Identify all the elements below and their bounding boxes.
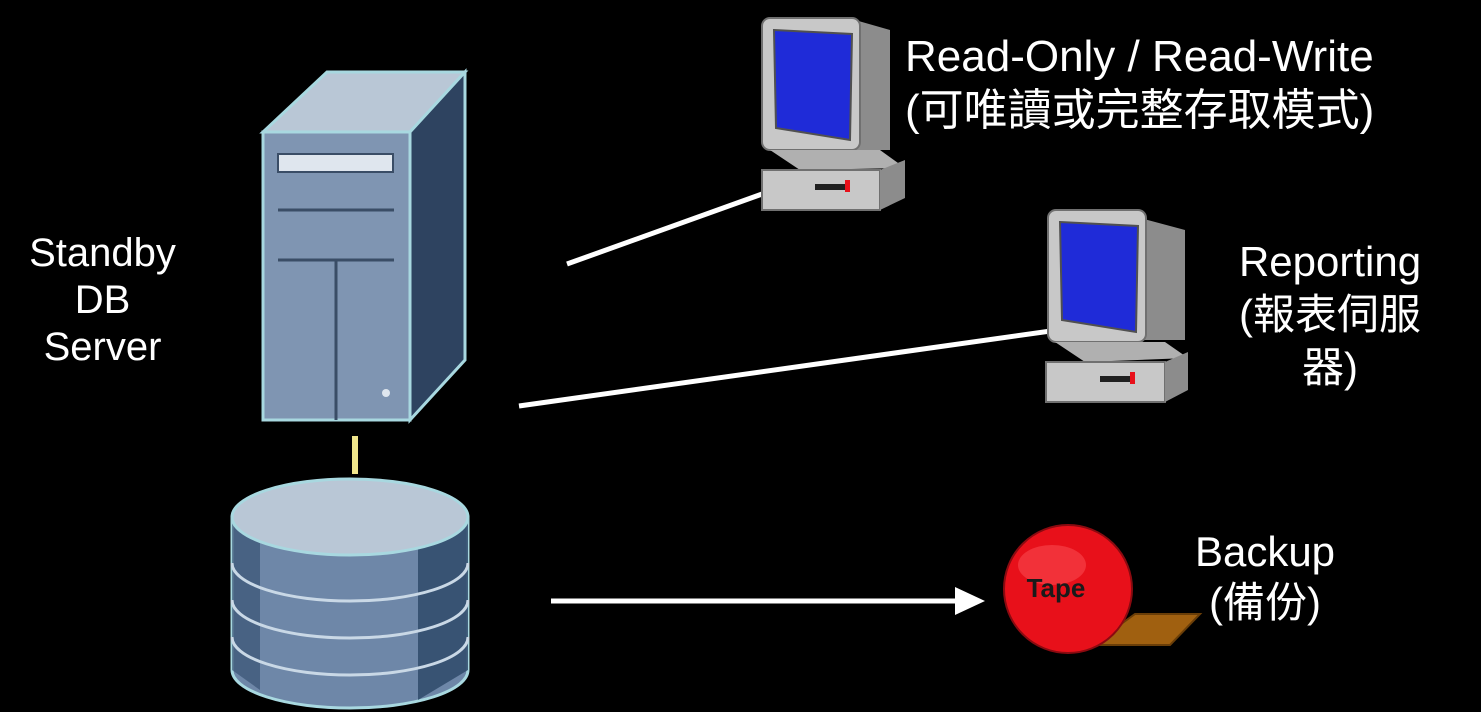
database-cylinder-icon — [230, 477, 470, 710]
backup-label-line: (備份) — [1209, 579, 1321, 627]
readwrite-label-line: Read-Only / Read-Write — [905, 32, 1374, 81]
reporting-client-label: Reporting (報表伺服 器) — [1190, 236, 1470, 395]
server-label-line: DB — [74, 278, 131, 323]
tape-reel-icon: Tape — [1003, 524, 1203, 654]
connector-to-reporting — [518, 326, 1066, 409]
server-tower-icon — [259, 68, 469, 424]
tape-label: Tape — [1027, 573, 1086, 603]
readwrite-client-label: Read-Only / Read-Write (可唯讀或完整存取模式) — [905, 30, 1374, 137]
backup-label-line: Backup — [1194, 528, 1336, 575]
backup-label: Backup (備份) — [1160, 526, 1370, 628]
readwrite-desktop-icon — [761, 17, 905, 211]
connector-to-readwrite — [566, 181, 791, 267]
connector-to-backup — [551, 587, 985, 615]
reporting-label-line: Reporting — [1238, 238, 1422, 285]
readwrite-label-line: (可唯讀或完整存取模式) — [905, 85, 1375, 135]
reporting-label-line: (報表伺服 — [1239, 290, 1421, 338]
server-label-line: Server — [43, 325, 162, 370]
reporting-label-line: 器) — [1302, 343, 1358, 391]
server-label: Standby DB Server — [0, 230, 205, 372]
reporting-desktop-icon — [1045, 209, 1188, 403]
server-label-line: Standby — [29, 231, 176, 275]
